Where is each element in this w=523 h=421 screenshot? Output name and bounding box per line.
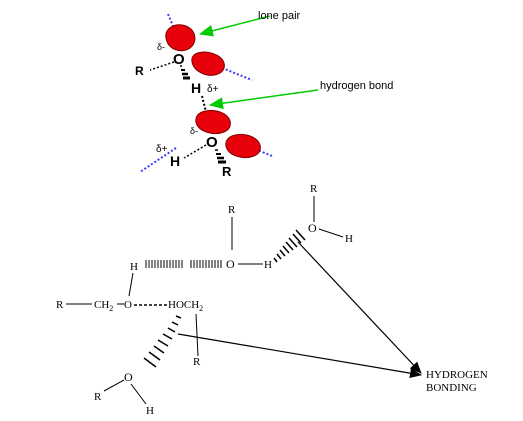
hydrogen-bond-hash <box>143 315 182 368</box>
left-h: H <box>130 261 138 273</box>
left-chain-o: O <box>124 299 132 311</box>
o-r-bond <box>149 61 175 71</box>
r-group-1: R <box>135 64 144 78</box>
bottom-r: R <box>94 391 102 403</box>
ch2-r-bond <box>195 313 199 357</box>
hoch2-group: HOCH2 <box>168 299 203 313</box>
lone-pair-lobe <box>165 24 196 52</box>
r-below: R <box>193 356 201 368</box>
hydrogen-bond-label: hydrogen bond <box>320 80 393 92</box>
pointer-arrow-upper <box>297 241 422 374</box>
ch2-main: CH <box>94 299 109 311</box>
lone-pair-label: lone pair <box>258 10 301 22</box>
bottom-o: O <box>124 370 133 384</box>
hoch2-main: HOCH <box>168 299 199 311</box>
hydrogen-bond-dashes <box>201 95 207 113</box>
top-molecular-model: O δ- R H δ+ O δ- H δ+ <box>135 10 393 179</box>
top-right-h: H <box>345 233 353 245</box>
hydrogen-bonding-label-line1: HYDROGEN <box>426 369 488 381</box>
o-h-bond-wedge <box>180 65 190 80</box>
top-right-r: R <box>310 183 318 195</box>
bottom-o-h-bond <box>130 383 147 405</box>
hydrogen-atom-1: H <box>191 80 201 96</box>
top-middle-o: O <box>226 257 235 271</box>
hoch2-subscript: 2 <box>199 304 203 313</box>
delta-plus-label-1: δ+ <box>207 84 219 95</box>
left-chain-r: R <box>56 299 64 311</box>
delta-minus-label-1: δ- <box>157 42 165 52</box>
oxygen-atom-2: O <box>206 134 218 151</box>
o-h-bond <box>183 144 207 159</box>
hydrogen-bond-hash <box>273 229 306 263</box>
ch2-subscript: 2 <box>109 304 113 313</box>
left-h-o-bond <box>128 272 134 297</box>
top-middle-h: H <box>264 259 272 271</box>
hydrogen-atom-2: H <box>170 153 180 169</box>
bottom-h: H <box>146 405 154 417</box>
bond-dashed-line <box>139 147 177 173</box>
pointer-arrow-lower <box>177 333 422 379</box>
delta-minus-label-2: δ- <box>190 126 198 136</box>
hydrogen-bond-hash <box>145 260 222 268</box>
delta-plus-label-2: δ+ <box>156 144 168 155</box>
lone-pair-arrow <box>199 15 271 37</box>
top-middle-r: R <box>228 204 236 216</box>
hydrogen-bonding-label-line2: BONDING <box>426 382 477 394</box>
hydrogen-bond-arrow <box>209 89 319 110</box>
lone-pair-lobe <box>191 51 225 76</box>
bottom-o-r-bond <box>103 379 125 392</box>
top-right-o-h-bond <box>318 228 344 238</box>
bond-dashed-line <box>221 67 253 81</box>
bottom-structural-formula: R O H R O H H <box>56 183 488 417</box>
lone-pair-lobe <box>195 109 231 135</box>
oxygen-atom-1: O <box>173 51 185 68</box>
o-r-bond-wedge <box>215 149 226 164</box>
top-right-o: O <box>308 221 317 235</box>
lone-pair-lobe <box>225 133 261 159</box>
left-chain-ch2: CH2 <box>94 299 113 313</box>
r-group-2: R <box>222 164 232 179</box>
